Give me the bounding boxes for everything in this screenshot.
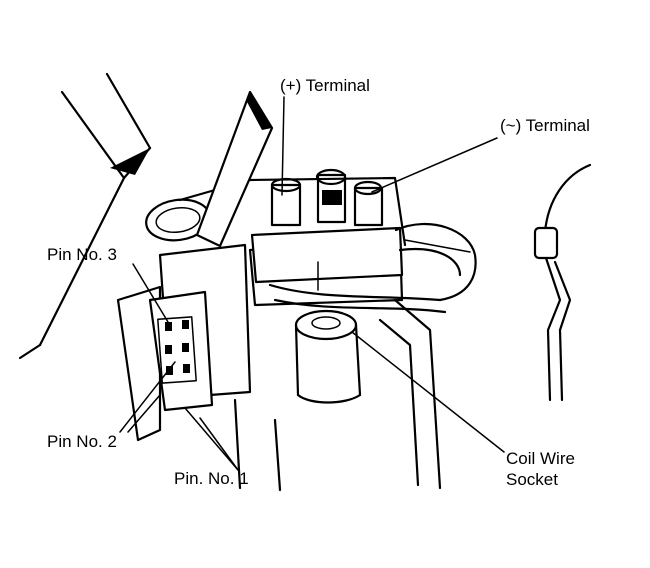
leader-lines <box>119 96 505 471</box>
coil-label-line2: Socket <box>506 470 558 489</box>
pin-connector <box>116 285 214 442</box>
terminal-cover <box>250 226 404 291</box>
plus-terminal-label: (+) Terminal <box>280 76 370 95</box>
wire-harness <box>268 222 477 314</box>
pin2-label: Pin No. 2 <box>47 432 117 451</box>
right-wire <box>533 163 592 402</box>
coil-label-line1: Coil Wire <box>506 449 575 468</box>
pin1-label: Pin. No. 1 <box>174 469 249 488</box>
minus-terminal-label: (~) Terminal <box>500 116 590 135</box>
top-plate <box>195 90 274 248</box>
coil-wire-socket-label: Coil Wire Socket <box>506 448 575 490</box>
left-bracket <box>18 72 152 360</box>
coil-wire-socket <box>294 309 362 404</box>
pin3-label: Pin No. 3 <box>47 245 117 264</box>
